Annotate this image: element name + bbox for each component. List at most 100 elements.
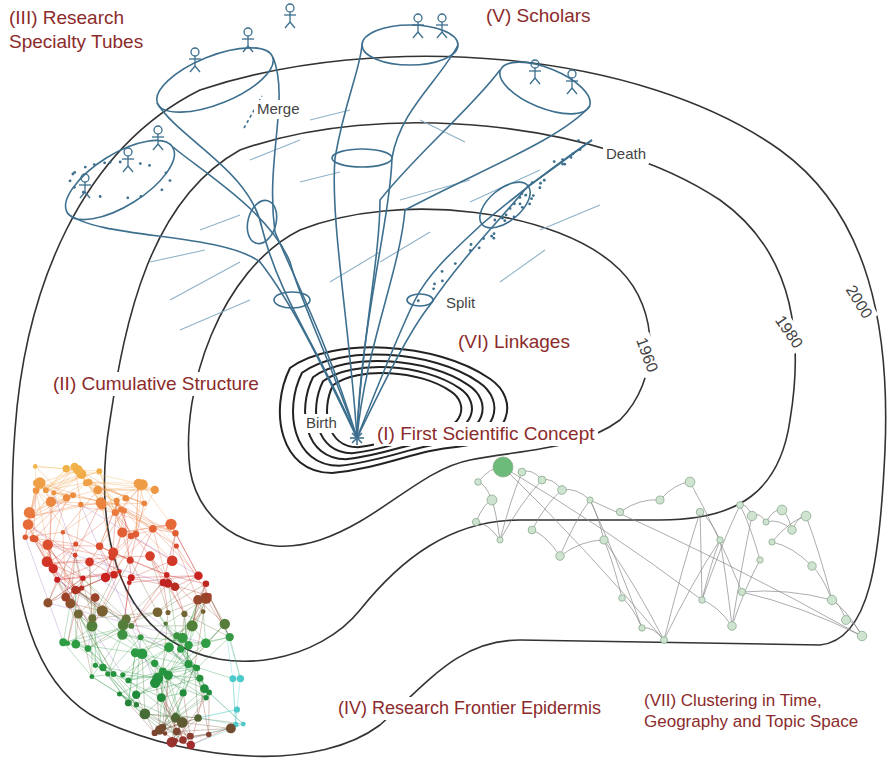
scholar-dot [513,202,516,205]
scholar-dot [579,148,582,151]
network-node [80,576,85,581]
scholar-dot [103,161,106,164]
citation-link [700,512,702,600]
year-label: 1960 [630,332,663,378]
scholar-dot [501,217,504,220]
network-node [45,561,50,566]
citation-node [788,526,797,535]
citation-node [801,511,811,521]
network-node [193,595,202,604]
tube-wall [357,45,458,438]
tube-mouth [54,125,187,235]
citation-node [497,537,503,543]
network-link [57,580,197,668]
scholar [529,60,541,84]
scholar-dot [84,166,87,169]
scholar [436,14,448,38]
scholar [242,28,254,52]
network-node [122,495,129,502]
network-link [33,467,75,516]
citation-link [740,505,760,560]
citation-node [493,457,513,477]
scholar-dot [73,171,76,174]
citation-node [747,511,756,520]
network-link [198,600,225,624]
network-node [128,623,134,629]
birth-mark [350,431,364,445]
tube-mouth [362,25,458,65]
network-node [90,625,94,629]
network-link [168,675,182,722]
scholar [79,174,91,198]
linkage [540,205,600,230]
network-node [118,620,129,631]
scholar-dot [503,219,506,222]
scholar-dot [482,237,485,240]
section-label: (VI) Linkages [455,330,573,354]
network-node [201,638,211,648]
network-link [88,649,128,703]
citation-link [590,500,604,540]
citation-node [696,508,704,516]
network-node [150,678,160,688]
network-node [139,709,150,720]
linkage [500,250,545,282]
network-node [112,509,119,516]
network-node [151,486,159,494]
scholar-dot [469,249,472,252]
scholar-dot [509,207,512,210]
scholar-dot [119,161,122,164]
citation-node [487,495,497,505]
scholar-dot [139,162,142,165]
network-link [122,524,171,532]
network-link [136,695,155,733]
network-node [117,629,127,639]
network-link [225,624,233,679]
section-label: (I) First Scientific Concept [374,422,598,446]
network-link [103,667,136,704]
scholar-dot [519,196,522,199]
citation-node [717,537,723,543]
network-node [203,695,208,700]
citation-node [600,536,608,544]
scholar-dot [93,163,96,166]
event-label: Merge [254,100,303,119]
network-link [98,487,140,490]
network-node [97,501,106,510]
network-link [91,626,92,677]
network-node [121,508,127,514]
network-link [142,654,145,714]
network-node [237,675,244,682]
network-node [101,573,110,582]
network-link [124,511,176,546]
network-node [109,554,116,561]
citation-node [777,505,787,515]
citation-link [720,540,732,626]
network-node [241,722,246,727]
network-link [163,671,183,722]
network-link [233,679,236,725]
citation-node [639,625,645,631]
network-link [197,637,230,668]
scholar-dot [505,214,508,217]
citation-link [476,522,500,540]
network-link [237,679,240,710]
event-label: Split [443,294,478,313]
network-link [54,493,75,555]
section-label: (VII) Clustering in Time, Geography and … [641,690,885,733]
citation-node [538,476,546,484]
network-node [33,487,40,494]
scholar-dot [531,181,534,184]
frontier-network [23,463,246,749]
network-node [187,733,194,740]
network-node [201,609,206,614]
scholar-dot [519,202,522,205]
network-link [46,469,66,490]
tube-wall [482,140,592,224]
network-link [46,469,66,490]
network-node [149,525,157,533]
tube-wall [334,45,362,438]
citation-link [812,566,832,600]
network-link [100,546,131,560]
scholar-dot [165,171,168,174]
